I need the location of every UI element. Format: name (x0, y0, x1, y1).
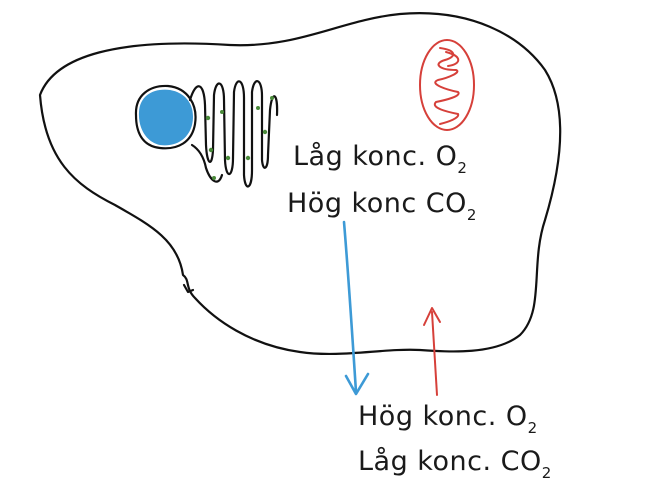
outside-label-o2: Hög konc. O2 (358, 401, 538, 437)
inside-label-o2: Låg konc. O2 (293, 141, 467, 177)
co2-out-arrow (342, 220, 370, 396)
mitochondrion-icon (419, 39, 475, 131)
cell-membrane-outline (38, 12, 562, 356)
inside-label-co2: Hög konc CO2 (287, 188, 477, 224)
endoplasmic-reticulum-icon (188, 80, 279, 188)
nucleus-icon (134, 84, 197, 150)
o2-in-arrow (423, 307, 441, 396)
nucleus-fill (138, 89, 194, 146)
outside-label-co2: Låg konc. CO2 (358, 446, 552, 482)
ribosome-dots (205, 96, 274, 180)
cell-membrane-notch (182, 283, 195, 294)
